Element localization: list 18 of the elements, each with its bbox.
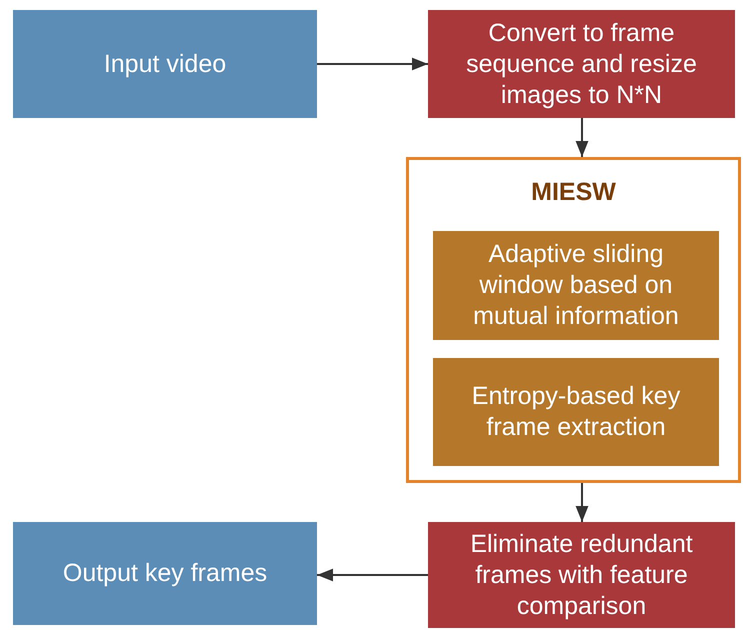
box-label: Entropy-based key frame extraction: [470, 381, 682, 443]
box-label: Adaptive sliding window based on mutual information: [472, 239, 680, 332]
arrow: [317, 568, 428, 582]
box-label: Eliminate redundant frames with feature comparison: [469, 528, 694, 622]
group-title: MIESW: [530, 178, 617, 207]
arrow: [576, 118, 588, 157]
box-label: Convert to frame sequence and resize images to N*N: [465, 18, 698, 110]
process-box: [428, 10, 735, 118]
box-label: Output key frames: [62, 558, 268, 589]
box-label: Input video: [102, 48, 228, 80]
arrow: [576, 483, 588, 522]
io-box: [13, 10, 317, 118]
io-box: [13, 522, 317, 625]
process-box: [433, 231, 719, 340]
group-frame: [406, 157, 741, 483]
process-box: [428, 522, 735, 628]
process-box: [433, 358, 719, 466]
arrow: [317, 58, 428, 70]
